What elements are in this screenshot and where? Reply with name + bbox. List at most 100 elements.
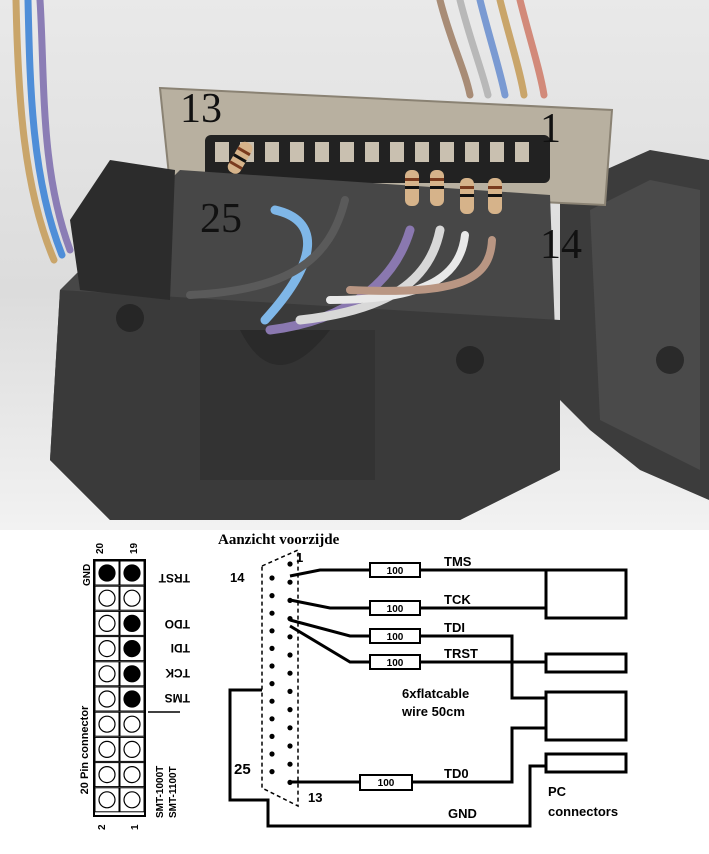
photo-illustration: 13 1 25 14 (12, 0, 709, 520)
db25-connector: 1 14 25 13 (230, 548, 322, 808)
header-col-1: 1 (130, 824, 141, 830)
pc-box-3 (544, 690, 628, 742)
db25-pin-row1 (287, 688, 293, 694)
header-pin-grid (94, 560, 145, 813)
pc-box-4 (544, 752, 628, 774)
header-pin-unused (98, 690, 116, 708)
header-pin-used (123, 690, 141, 708)
header-pin-cell (119, 736, 145, 762)
db25-pin-row2 (269, 733, 275, 739)
header-pin-used (123, 665, 141, 683)
resistors (227, 141, 502, 214)
db25-pin-row2 (269, 628, 275, 634)
wire-trst-a (289, 624, 370, 664)
ribbon-wires (12, 0, 548, 264)
header-pin-used (98, 564, 116, 582)
internal-wires (186, 196, 496, 335)
header-pin-unused (98, 740, 116, 758)
header-pin-cell (119, 787, 145, 813)
header-pin-unused (98, 614, 116, 633)
header-pin-cell (94, 787, 120, 813)
photo-label-pin25: 25 (200, 196, 242, 242)
header-pin-used (123, 639, 141, 658)
header-pin-cell (94, 661, 120, 687)
header-pin-unused (123, 766, 141, 784)
db25-label-pin14: 14 (230, 570, 245, 585)
db25-pin-row2 (269, 610, 275, 616)
wire-tms-a (289, 568, 370, 578)
db25-pin-row2 (269, 698, 275, 704)
header-pin-cell (119, 560, 145, 586)
header-pin-unused (98, 791, 116, 809)
header-signal-trst: TRST (158, 571, 190, 585)
db25-pin-row2 (269, 716, 275, 722)
header-pin-unused (123, 740, 141, 758)
connector-photo: 13 1 25 14 (0, 0, 709, 530)
header-title: 20 Pin connector (79, 705, 91, 794)
resistor-trst (369, 654, 421, 670)
cable-note-line2: wire 50cm (401, 704, 465, 719)
header-pin-unused (98, 639, 116, 658)
db25-outline (261, 548, 299, 808)
header-pin-cell (119, 661, 145, 687)
header-signal-tms: TMS (165, 691, 190, 705)
db25-label-pin25: 25 (234, 761, 251, 778)
pc-box-1 (544, 568, 628, 620)
header-pin-cell (119, 585, 145, 611)
resistor-tdi (369, 628, 421, 644)
pc-box-2 (544, 652, 628, 674)
header-pin-cell (119, 636, 145, 662)
db25-pin-row1 (287, 561, 293, 567)
header-model-1: SMT-1000T (155, 766, 166, 818)
header-20pin: 20 19 2 1 GND 20 Pin connector SMT-1000T… (79, 542, 190, 830)
header-pin-cell (94, 736, 120, 762)
wire-tck-a (289, 598, 370, 610)
pc-note-line2: connectors (548, 804, 618, 819)
header-pin-cell (119, 610, 145, 636)
header-pin-cell (94, 560, 120, 586)
db25-pin-row2 (269, 593, 275, 599)
signal-gnd: GND (448, 806, 477, 821)
header-pin-used (123, 614, 141, 633)
db25-pin-row1 (287, 725, 293, 731)
photo-label-pin14: 14 (540, 222, 582, 268)
resistor-tms-value: 100 (387, 566, 404, 577)
db25-label-pin1: 1 (296, 550, 303, 565)
diagram-title: Aanzicht voorzijde (218, 532, 340, 548)
signal-tms: TMS (444, 554, 472, 569)
wire-gnd (228, 688, 546, 828)
wire-tdi-b (420, 634, 546, 700)
signal-tdi: TDI (444, 620, 465, 635)
resistor-trst-value: 100 (387, 658, 404, 669)
header-pin-unused (123, 715, 141, 733)
header-pin-cell (94, 610, 120, 636)
signal-trst: TRST (444, 646, 478, 661)
header-pin-unused (98, 589, 116, 607)
db25-pin-row1 (287, 634, 293, 640)
signal-tdo: TD0 (444, 766, 469, 781)
header-outline (93, 559, 146, 817)
db25-pin-row2 (269, 575, 275, 581)
header-pin-unused (123, 791, 141, 809)
db25-pin-row2 (269, 645, 275, 651)
header-pin-cell (94, 585, 120, 611)
db25-pin-row2 (269, 769, 275, 775)
db25-label-pin13: 13 (308, 790, 322, 805)
wire-tdi-a (289, 618, 370, 638)
cable-note-line1: 6xflatcable (402, 686, 469, 701)
header-gnd-label: GND (82, 564, 93, 586)
db25-pin-row1 (287, 761, 293, 767)
header-col-2: 2 (97, 824, 108, 830)
header-col-19: 19 (129, 542, 140, 554)
wiring-diagram: 20 19 2 1 GND 20 Pin connector SMT-1000T… (0, 530, 709, 854)
resistor-tms (369, 562, 421, 578)
signal-tck: TCK (444, 592, 471, 607)
resistor-tck (369, 600, 421, 616)
pc-connector-boxes (544, 568, 628, 774)
header-pin-cell (94, 686, 120, 712)
db25-pin-row1 (287, 670, 293, 676)
photo-label-pin13: 13 (180, 86, 222, 132)
db25-pin-row1 (287, 652, 293, 658)
resistor-tdi-value: 100 (387, 632, 404, 643)
resistor-tck-value: 100 (387, 604, 404, 615)
